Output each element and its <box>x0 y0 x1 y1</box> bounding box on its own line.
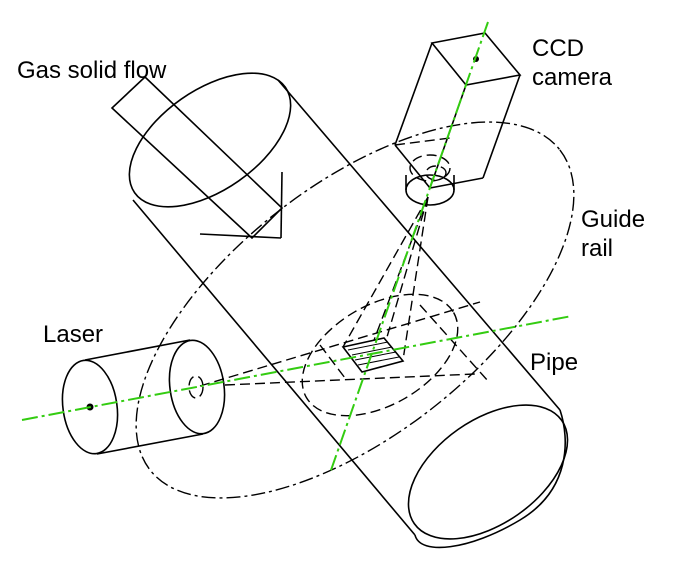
laser-front-end <box>168 339 226 435</box>
label-pipe: Pipe <box>530 349 578 376</box>
laser-axis <box>21 315 573 421</box>
label-ccd: CCD <box>532 35 584 62</box>
pipe <box>128 72 569 549</box>
pipe-bottom-end <box>414 409 566 549</box>
laser <box>61 339 226 455</box>
ccd-camera <box>394 32 522 206</box>
laser-aperture <box>188 375 204 399</box>
laser-sheet <box>199 301 489 387</box>
label-gas-solid-flow: Gas solid flow <box>17 57 167 84</box>
pipe-bottom-ellipse <box>407 404 569 540</box>
guide-rail <box>135 121 575 499</box>
label-laser: Laser <box>43 321 103 348</box>
label-guide: Guide <box>581 206 645 233</box>
measurement-region <box>341 337 405 373</box>
label-rail: rail <box>581 235 613 262</box>
label-camera: camera <box>532 64 613 91</box>
pipe-section-ellipse <box>301 293 459 417</box>
pipe-edge-left <box>132 199 416 536</box>
pipe-edge-right <box>277 79 561 411</box>
pipe-top-end <box>128 72 292 208</box>
flow-arrow <box>110 76 284 240</box>
camera-axis <box>329 21 489 474</box>
laser-back-end <box>61 359 119 455</box>
